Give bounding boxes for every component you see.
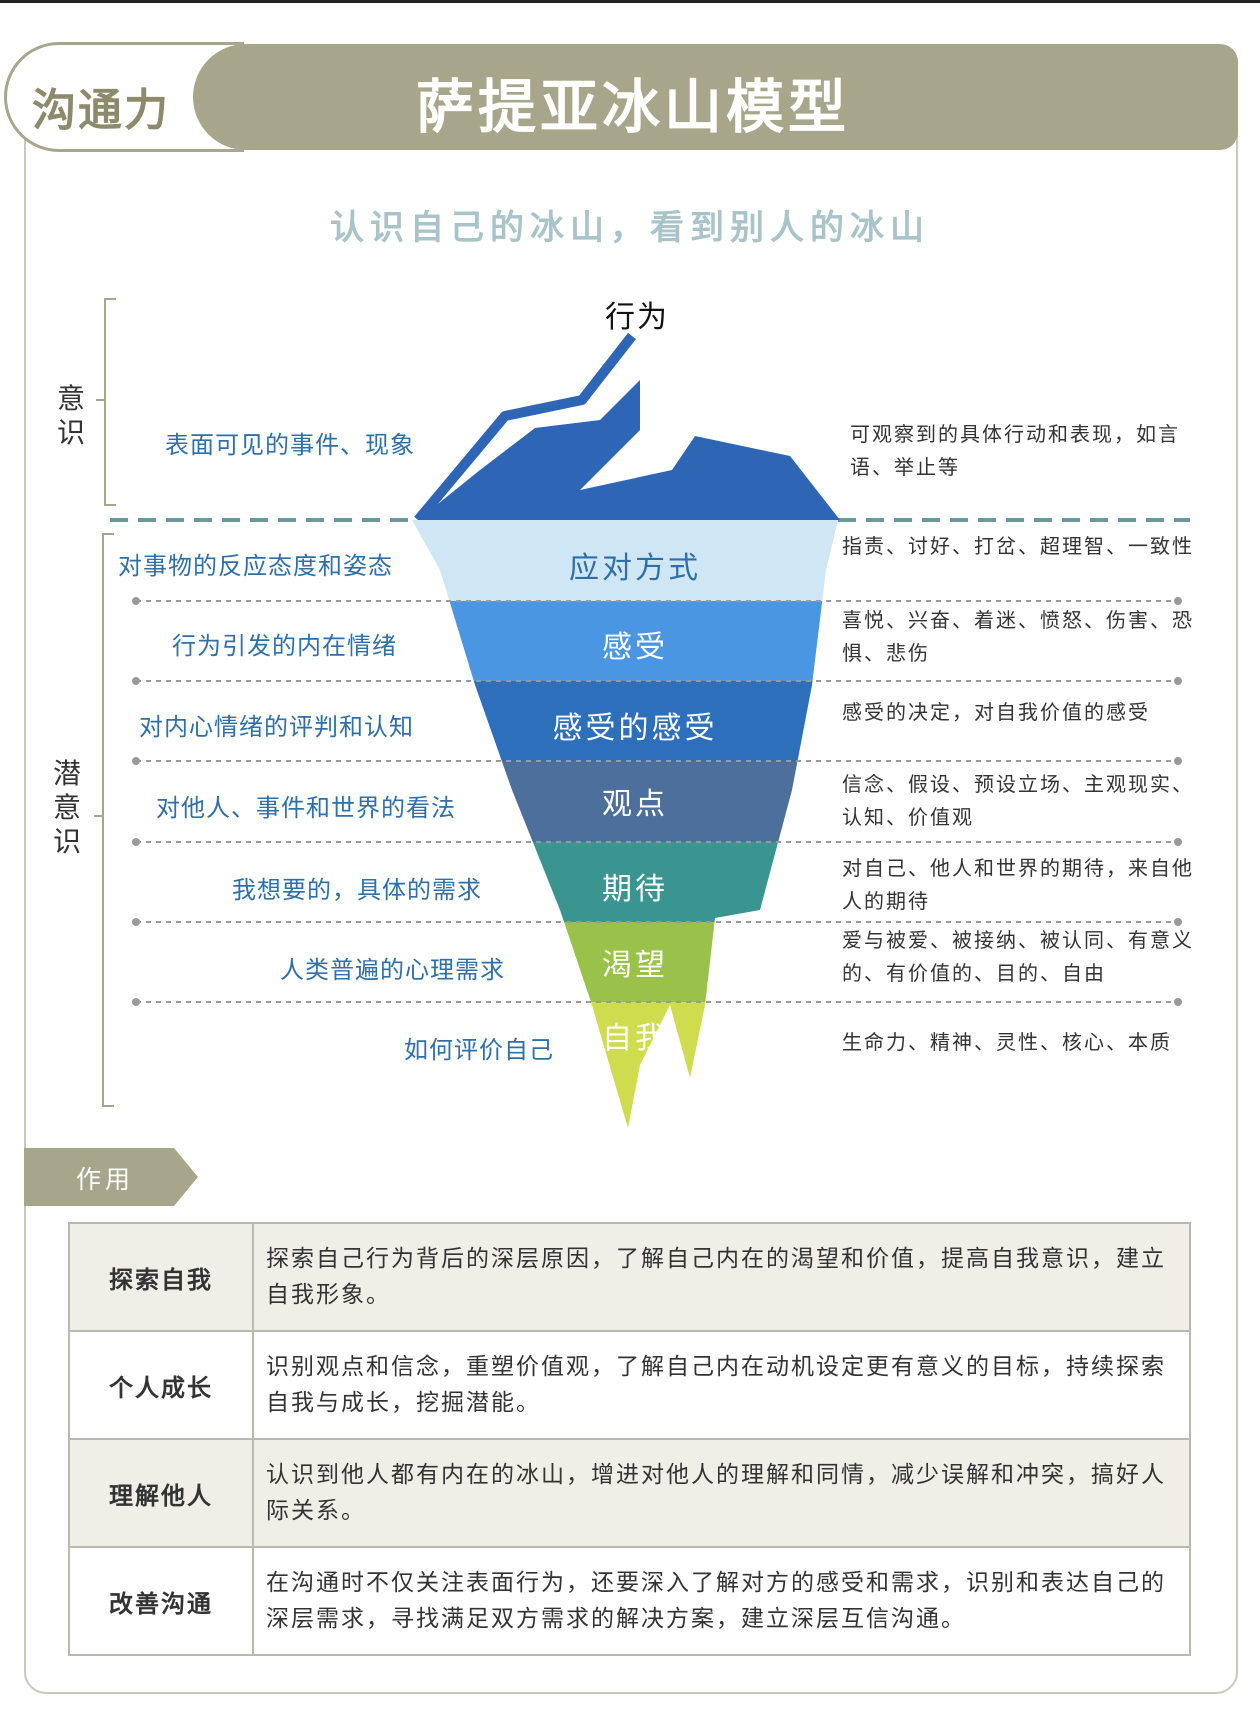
layer-name-3: 观点 [602, 787, 668, 822]
conscious-bracket-tick [96, 399, 105, 401]
table-row: 改善沟通 在沟通时不仅关注表面行为，还要深入了解对方的感受和需求，识别和表达自己… [68, 1546, 1191, 1656]
table-row: 个人成长 识别观点和信念，重塑价值观，了解自己内在动机设定更有意义的目标，持续探… [68, 1330, 1191, 1440]
effect-text: 识别观点和信念，重塑价值观，了解自己内在动机设定更有意义的目标，持续探索自我与成… [252, 1330, 1191, 1440]
effect-text: 在沟通时不仅关注表面行为，还要深入了解对方的感受和需求，识别和表达自己的深层需求… [252, 1546, 1191, 1656]
tip-light [418, 335, 640, 520]
effect-text: 认识到他人都有内在的冰山，增进对他人的理解和同情，减少误解和冲突，搞好人际关系。 [252, 1438, 1191, 1548]
layer-name-6: 自我 [602, 1021, 668, 1056]
layer-right-3: 信念、假设、预设立场、主观现实、认知、价值观 [842, 772, 1194, 829]
layer-name-0: 应对方式 [569, 551, 701, 586]
subtitle: 认识自己的冰山，看到别人的冰山 [330, 208, 930, 248]
effect-title: 探索自我 [68, 1222, 254, 1332]
category-tag-label: 沟通力 [32, 85, 170, 136]
layer-name-4: 期待 [602, 872, 668, 907]
effect-title: 个人成长 [68, 1330, 254, 1440]
tip-outline [414, 332, 636, 524]
effects-tag [24, 1148, 198, 1206]
effects-tag-label: 作用 [76, 1165, 135, 1194]
page-title: 萨提亚冰山模型 [415, 73, 850, 141]
layer-left-6: 如何评价自己 [404, 1036, 554, 1064]
effect-title: 改善沟通 [68, 1546, 254, 1656]
layer-right-5: 爱与被爱、被接纳、被认同、有意义的、有价值的、目的、自由 [842, 928, 1194, 985]
layer-left-1: 行为引发的内在情绪 [172, 632, 397, 660]
layer-right-4: 对自己、他人和世界的期待，来自他人的期待 [842, 856, 1194, 913]
separator-dots [132, 597, 1182, 1006]
effects-table: 探索自我 探索自己行为背后的深层原因，了解自己内在的渴望和价值，提高自我意识，建… [68, 1222, 1191, 1656]
tip-label: 行为 [605, 300, 669, 335]
conscious-label: 意识 [56, 382, 85, 449]
band-1 [412, 601, 838, 681]
effect-title: 理解他人 [68, 1438, 254, 1548]
table-row: 理解他人 认识到他人都有内在的冰山，增进对他人的理解和同情，减少误解和冲突，搞好… [68, 1438, 1191, 1548]
layer-left-4: 我想要的，具体的需求 [232, 876, 482, 904]
title-bar [193, 44, 1238, 150]
layer-right-2: 感受的决定，对自我价值的感受 [842, 700, 1150, 724]
tip-right-label: 可观察到的具体行动和表现，如言语、举止等 [850, 422, 1180, 479]
layer-right-0: 指责、讨好、打岔、超理智、一致性 [842, 534, 1194, 558]
top-rule [0, 0, 1260, 3]
tip-left-label: 表面可见的事件、现象 [165, 431, 415, 459]
subconscious-bracket [102, 533, 114, 1107]
layer-left-0: 对事物的反应态度和姿态 [118, 552, 393, 580]
layer-left-3: 对他人、事件和世界的看法 [156, 794, 456, 822]
layer-left-5: 人类普遍的心理需求 [280, 956, 505, 984]
subconscious-bracket-tick [94, 815, 103, 817]
separators [136, 600, 1178, 1003]
layer-right-6: 生命力、精神、灵性、核心、本质 [842, 1030, 1172, 1054]
tip-dark [418, 335, 840, 520]
subconscious-label: 潜意识 [52, 757, 81, 858]
layer-left-2: 对内心情绪的评判和认知 [139, 713, 414, 741]
conscious-bracket [104, 298, 116, 506]
table-row: 探索自我 探索自己行为背后的深层原因，了解自己内在的渴望和价值，提高自我意识，建… [68, 1222, 1191, 1332]
layer-right-1: 喜悦、兴奋、着迷、愤怒、伤害、恐惧、悲伤 [842, 608, 1194, 665]
layer-name-2: 感受的感受 [552, 711, 718, 746]
effect-text: 探索自己行为背后的深层原因，了解自己内在的渴望和价值，提高自我意识，建立自我形象… [252, 1222, 1191, 1332]
layer-name-1: 感受 [602, 630, 668, 665]
band-0 [412, 520, 838, 601]
layer-name-5: 渴望 [602, 948, 668, 983]
